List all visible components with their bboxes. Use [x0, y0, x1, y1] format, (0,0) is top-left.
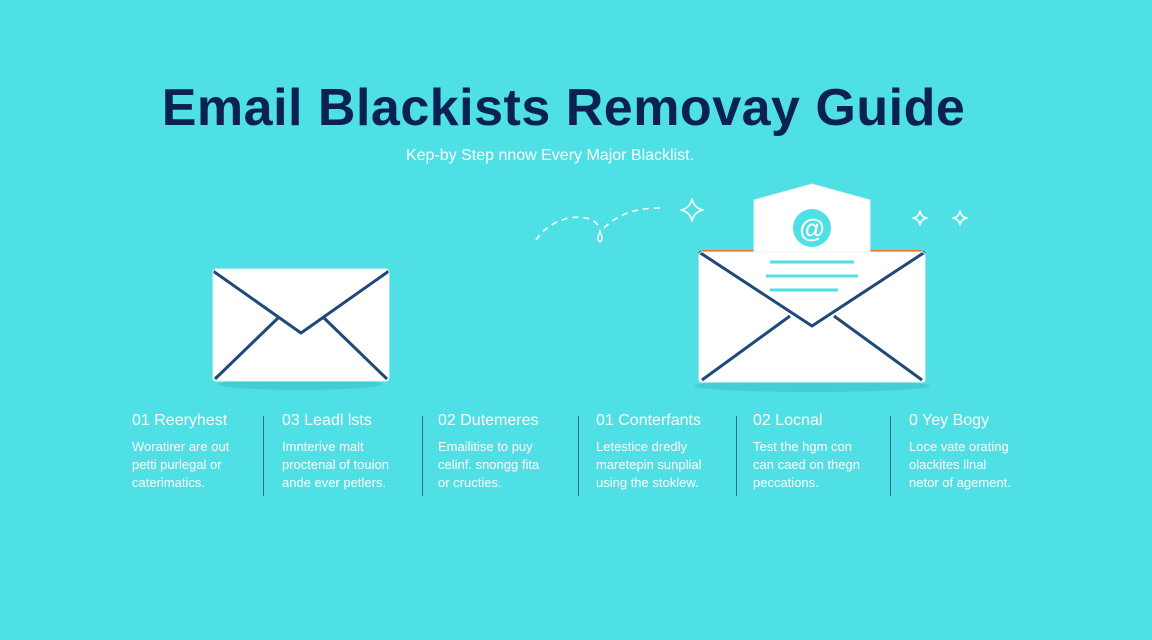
sparkle-icon — [680, 198, 968, 226]
step-description: Test the hgm con can caed on thegn pecca… — [753, 439, 860, 490]
step-divider — [578, 416, 579, 496]
step-description: Woratirer are out petti purlegal or cate… — [132, 439, 230, 490]
step-2: 03 Leadl lsts Imnterive malt proctenal o… — [282, 412, 432, 492]
step-divider — [736, 416, 737, 496]
step-title: 01 Conterfants — [596, 412, 701, 429]
step-divider — [422, 416, 423, 496]
step-3: 02 Dutemeres Emailitise to puy celinf. s… — [438, 412, 588, 492]
at-icon: @ — [799, 213, 824, 243]
step-description: Letestice dredly maretepin sunplial usin… — [596, 439, 702, 490]
letter-icon: @ — [753, 183, 871, 331]
step-title: 01 Reeryhest — [132, 412, 228, 429]
step-description: Emailitise to puy celinf. snongg fita or… — [438, 439, 540, 490]
envelope-closed-icon — [212, 268, 390, 390]
step-title: 0 Yey Bogy — [909, 412, 990, 429]
step-divider — [263, 416, 264, 496]
step-description: Loce vate orating olackites llnal netor … — [909, 439, 1011, 490]
dashed-path-icon — [535, 207, 661, 243]
step-4: 01 Conterfants Letestice dredly maretepi… — [596, 412, 746, 492]
step-1: 01 Reeryhest Woratirer are out petti pur… — [132, 412, 282, 492]
step-6: 0 Yey Bogy Loce vate orating olackites l… — [909, 412, 1059, 492]
step-title: 02 Dutemeres — [438, 412, 539, 429]
step-description: Imnterive malt proctenal of touion ande … — [282, 439, 389, 490]
envelope-open-icon: @ — [694, 183, 930, 392]
step-divider — [890, 416, 891, 496]
steps-row: 01 Reeryhest Woratirer are out petti pur… — [120, 412, 1040, 502]
step-title: 03 Leadl lsts — [282, 412, 372, 429]
step-title: 02 Locnal — [753, 412, 823, 429]
page-subtitle: Kep-by Step nnow Every Major Blacklist. — [405, 147, 695, 164]
step-5: 02 Locnal Test the hgm con can caed on t… — [753, 412, 903, 492]
page-title: Email Blackists Removay Guide — [161, 79, 966, 137]
